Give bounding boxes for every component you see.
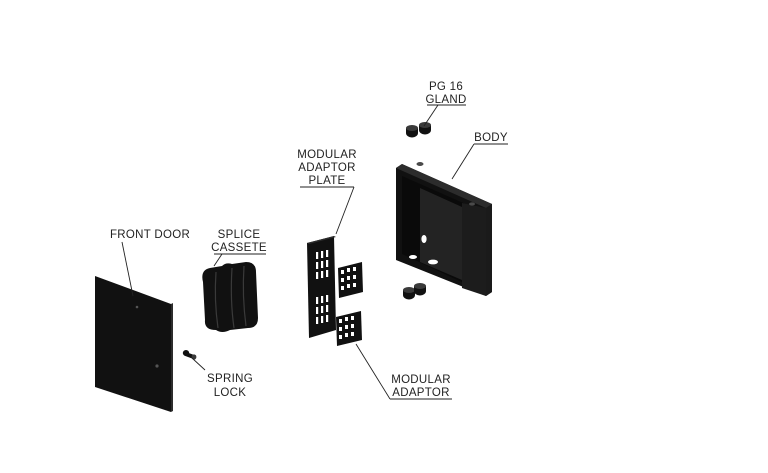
spring-lock-part <box>182 350 197 360</box>
label-spring-lock-line1: SPRING <box>207 373 253 385</box>
label-modular-adaptor-line2: ADAPTOR <box>392 387 449 399</box>
label-front-door: FRONT DOOR <box>110 229 190 241</box>
label-pg16-gland-line1: PG 16 <box>429 81 463 93</box>
leader-lines <box>121 104 508 400</box>
pg16-gland-bottom <box>403 283 426 300</box>
label-modular-adaptor-plate-line1: MODULAR <box>297 149 357 161</box>
modular-adaptor-plate-part <box>307 236 336 338</box>
body-part <box>396 162 492 296</box>
pg16-gland-top <box>406 122 431 138</box>
front-door-part <box>95 276 173 412</box>
label-splice-cassete-line1: SPLICE <box>218 229 261 241</box>
label-modular-adaptor-plate-line2: ADAPTOR <box>298 162 355 174</box>
label-modular-adaptor-plate-line3: PLATE <box>308 175 345 187</box>
label-splice-cassete-line2: CASSETE <box>211 242 267 254</box>
label-modular-adaptor-line1: MODULAR <box>391 374 451 386</box>
modular-adaptor-lower <box>336 311 362 346</box>
splice-cassette-part <box>202 262 258 332</box>
label-spring-lock-line2: LOCK <box>214 387 247 399</box>
label-pg16-gland-line2: GLAND <box>425 94 466 106</box>
modular-adaptor-upper <box>338 262 363 298</box>
label-body: BODY <box>474 132 508 144</box>
